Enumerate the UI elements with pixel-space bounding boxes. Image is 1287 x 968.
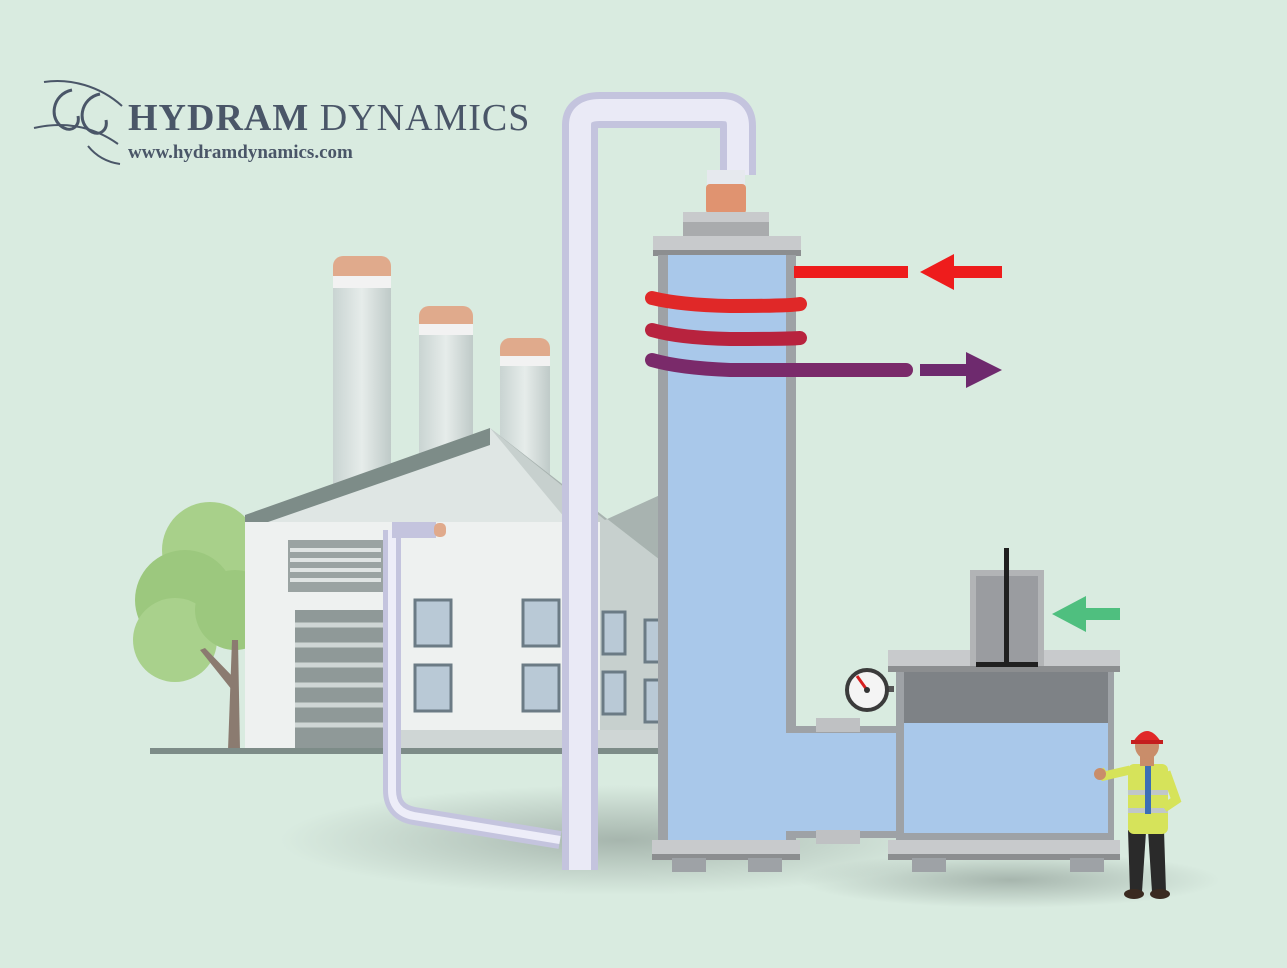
brand-url: www.hydramdynamics.com <box>128 142 353 163</box>
push-arrow <box>1052 596 1120 632</box>
heating-coil <box>645 291 913 377</box>
base-feet <box>652 840 1120 872</box>
column-cap <box>653 184 801 256</box>
return-pipe <box>562 92 756 870</box>
reactor-column <box>658 255 796 855</box>
feed-pipe <box>383 522 562 849</box>
brand-name: HYDRAM DYNAMICS <box>128 96 530 140</box>
brand-name-part1: HYDRAM <box>128 97 310 139</box>
press-chamber <box>888 548 1120 840</box>
engineer-icon <box>1094 731 1182 899</box>
brand-name-part2: DYNAMICS <box>319 97 531 139</box>
hydram-logo-icon <box>33 80 123 165</box>
connecting-duct <box>786 718 906 844</box>
company-logo: HYDRAM DYNAMICS www.hydramdynamics.com <box>30 72 550 172</box>
pressure-gauge-icon <box>845 668 894 712</box>
hot-inlet-arrow <box>794 254 1002 290</box>
cold-outlet-arrow <box>920 352 1002 388</box>
